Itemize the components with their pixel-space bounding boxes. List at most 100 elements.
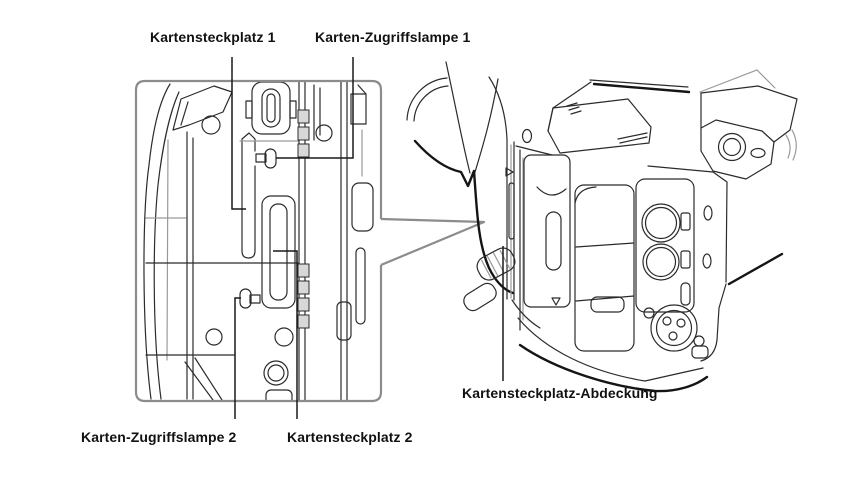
strap-lug-lower-body xyxy=(463,282,497,312)
hinge-segment xyxy=(297,280,310,295)
right-tab-lower xyxy=(336,301,352,341)
hinge-segment xyxy=(297,126,310,141)
latch-detail xyxy=(350,93,367,125)
cover-mark xyxy=(551,297,561,306)
detail-view-frame xyxy=(134,79,383,403)
handle-roof xyxy=(592,82,691,94)
xlr-pin xyxy=(676,318,686,328)
hinge-segment xyxy=(297,109,310,124)
body-edge-curve-inner xyxy=(153,91,180,400)
lens-hood-arc-inner xyxy=(413,85,449,122)
round-detail xyxy=(315,124,333,142)
speaker-box xyxy=(547,98,652,154)
body-bottom-right xyxy=(700,283,727,362)
alignment-mark xyxy=(505,167,514,177)
front-contour xyxy=(413,139,515,295)
latch-tab-left xyxy=(245,100,253,119)
leader-line-card-access-lamp-1 xyxy=(276,57,354,159)
connector-round-2-inner xyxy=(645,246,677,278)
bottom-diagonal xyxy=(184,361,214,400)
xlr-pin xyxy=(668,331,678,341)
screw-hole xyxy=(274,327,294,347)
knob-button xyxy=(750,147,766,159)
bottom-plate xyxy=(517,317,704,382)
strap-lug-lower xyxy=(463,282,497,312)
leader-line-card-slot-2 xyxy=(273,250,298,419)
connector-latch xyxy=(680,212,691,231)
connector-round-1-inner xyxy=(644,206,678,240)
lamp-2-stem xyxy=(249,294,261,304)
bottom-diagonal xyxy=(194,357,223,400)
latch-button-pill xyxy=(266,93,276,123)
label-card-slot-2: Kartensteckplatz 2 xyxy=(287,429,413,445)
screw-hole xyxy=(201,115,221,135)
screw xyxy=(703,205,713,221)
strap-lug xyxy=(476,247,516,281)
magnifier-pointer xyxy=(380,217,486,267)
latch-button xyxy=(251,82,291,135)
xlr-screw xyxy=(693,335,705,347)
body-edge-curve xyxy=(143,83,171,400)
camera-illustration xyxy=(406,61,798,393)
xlr-connector-inner xyxy=(655,309,693,347)
handle-rear-hint xyxy=(699,69,776,93)
upper-right-body xyxy=(700,85,798,143)
screw-hole xyxy=(205,328,223,346)
body-edge-hint xyxy=(166,139,169,361)
handle-roof-line xyxy=(589,79,689,88)
label-card-access-lamp-1: Karten-Zugriffslampe 1 xyxy=(315,29,471,45)
shoulder-curve xyxy=(488,76,508,141)
card-slot-cover-panel xyxy=(523,154,571,308)
screw xyxy=(702,253,712,269)
leader-line-card-slot-1 xyxy=(231,57,246,210)
body-front-edge xyxy=(474,78,499,173)
screw-boss-inner xyxy=(267,364,285,382)
strap-lug-body xyxy=(476,247,516,281)
knob-inner xyxy=(722,137,742,157)
right-capsule xyxy=(355,247,366,325)
speaker-slot xyxy=(617,132,648,144)
strap-lug-ribs xyxy=(480,249,511,279)
knob xyxy=(717,132,747,162)
flap-fold xyxy=(180,101,189,126)
door-notch xyxy=(574,186,597,204)
latch-detail-line xyxy=(357,84,367,95)
detail-view-art xyxy=(143,82,374,400)
cover-finger-notch xyxy=(536,186,567,196)
xlr-screw xyxy=(643,307,655,319)
card-slot-2-glyph xyxy=(261,195,296,309)
xlr-pin xyxy=(662,316,672,326)
connector-panel xyxy=(635,178,695,313)
xlr-tab xyxy=(691,345,709,359)
leader-line-card-access-lamp-2 xyxy=(234,297,241,419)
hinge-segment xyxy=(297,297,310,312)
connector-latch xyxy=(680,250,691,269)
hinge-segment xyxy=(297,143,310,158)
card-access-lamp-1-glyph xyxy=(264,148,277,169)
rib-hint xyxy=(785,129,797,161)
card-access-lamp-2-glyph xyxy=(239,288,252,309)
battery-door xyxy=(574,184,635,352)
rear-top-edge xyxy=(647,165,714,173)
bottom-left-curve xyxy=(511,299,541,329)
speaker-slats xyxy=(566,102,582,115)
bottom-skid xyxy=(518,343,709,393)
label-card-access-lamp-2: Karten-Zugriffslampe 2 xyxy=(81,429,237,445)
knob-housing xyxy=(700,119,775,180)
hinge-segment xyxy=(297,314,310,329)
handle-support xyxy=(552,81,592,109)
hinge-segment xyxy=(297,263,310,278)
card-slot-1-glyph xyxy=(241,132,256,259)
right-tab xyxy=(351,182,374,232)
screw-boss xyxy=(263,360,289,386)
connector-capsule xyxy=(680,282,691,306)
label-card-slot-cover: Kartensteckplatz-Abdeckung xyxy=(462,385,658,401)
card-slot-2-channel xyxy=(269,203,288,301)
screw xyxy=(521,128,533,144)
cover-slot xyxy=(545,211,562,271)
connector-round-1 xyxy=(641,203,681,243)
detail-view xyxy=(134,57,486,419)
lamp-1-stem xyxy=(255,153,267,163)
